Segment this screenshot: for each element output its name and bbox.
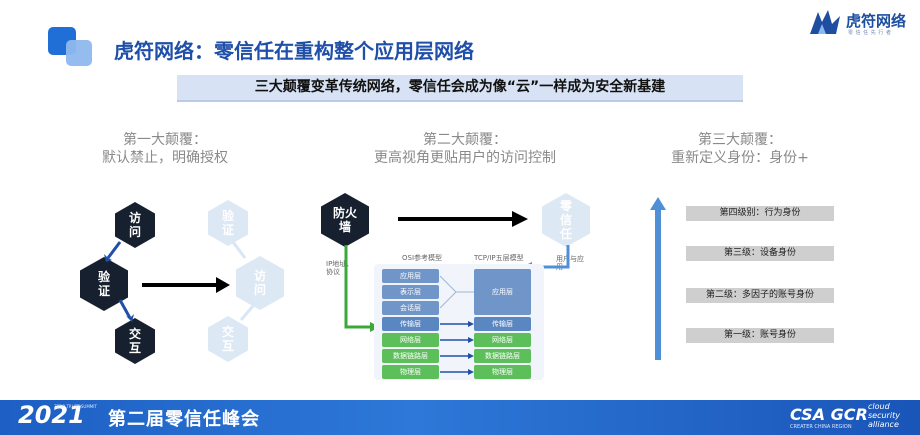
- hex-zero-trust: 零信任: [542, 193, 590, 247]
- tcp-layer-application: 应用层: [474, 269, 531, 315]
- footer-year: 2021: [18, 401, 85, 429]
- footer-summit-en: ZERO TRUST SUMMIT: [54, 404, 97, 409]
- hex-firewall: 防火墙: [321, 193, 369, 247]
- osi-layer-network: 网络层: [382, 333, 439, 347]
- osi-layer-application: 应用层: [382, 269, 439, 283]
- identity-level-4: 第四级别：行为身份: [686, 206, 834, 221]
- headline-banner: 三大颠覆变革传统网络，零信任会成为像“云”一样成为安全新基建: [177, 75, 743, 102]
- tcp-layer-transport: 传输层: [474, 317, 531, 331]
- osi-header: OSI参考模型: [402, 254, 443, 262]
- footer-title: 第二届零信任峰会: [108, 409, 260, 430]
- hex-fangwen-light: 访问: [236, 256, 284, 310]
- hex-fangwen-dark: 访问: [115, 202, 155, 248]
- footer-brand: CSA GCR: [790, 405, 868, 424]
- col2-title: 第二大颠覆：: [423, 132, 507, 148]
- upward-arrow: [650, 197, 666, 360]
- col1-subtitle: 默认禁止，明确授权: [102, 150, 228, 166]
- osi-layer-datalink: 数据链路层: [382, 349, 439, 363]
- right-flow-arrows: [231, 241, 255, 321]
- osi-tcp-link-lines: [439, 275, 474, 375]
- tcp-layer-physical: 物理层: [474, 365, 531, 379]
- col3-subtitle: 重新定义身份：身份+: [671, 150, 809, 166]
- tcp-header: TCP/IP五层模型: [474, 254, 524, 262]
- footer-brand-sub: CREATER CHINA REGION: [790, 424, 852, 430]
- page-title: 虎符网络：零信任在重构整个应用层网络: [114, 39, 474, 63]
- footer-bar: [0, 400, 920, 435]
- identity-level-3: 第三级：设备身份: [686, 246, 834, 261]
- hex-yanzheng-light: 验证: [208, 200, 248, 246]
- osi-layer-session: 会话层: [382, 301, 439, 315]
- logo-name: 虎符网络: [846, 12, 907, 30]
- tiger-logo-icon: [810, 10, 840, 34]
- logo-subtitle: 零 信 任 先 行 者: [848, 30, 892, 36]
- identity-level-1: 第一级：账号身份: [686, 328, 834, 343]
- firewall-note: IP地址、协议: [326, 260, 354, 276]
- hufu-logo: 虎符网络 零 信 任 先 行 者: [808, 6, 908, 40]
- tcp-layer-datalink: 数据链路层: [474, 349, 531, 363]
- left-flow-arrows: [104, 241, 134, 322]
- col2-subtitle: 更高视角更贴用户的访问控制: [374, 150, 556, 166]
- osi-layer-physical: 物理层: [382, 365, 439, 379]
- identity-level-2: 第二级：多因子的账号身份: [686, 288, 834, 303]
- title-decoration-square-light: [66, 40, 92, 66]
- col1-title: 第一大颠覆：: [123, 132, 207, 148]
- col1-main-arrow: [142, 277, 230, 293]
- footer-brand-cloud: cloud security alliance: [868, 402, 900, 429]
- osi-layer-presentation: 表示层: [382, 285, 439, 299]
- osi-layer-transport: 传输层: [382, 317, 439, 331]
- tcp-layer-network: 网络层: [474, 333, 531, 347]
- col2-main-arrow: [398, 211, 528, 227]
- col3-title: 第三大颠覆：: [698, 132, 782, 148]
